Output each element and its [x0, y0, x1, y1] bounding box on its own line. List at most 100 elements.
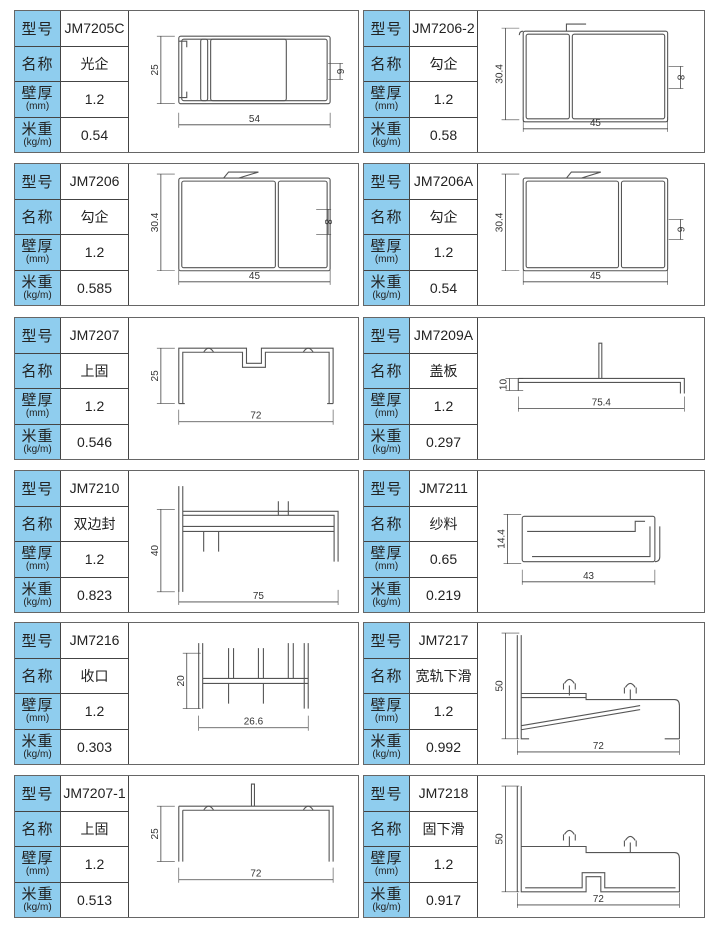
dimension-vertical: 25: [150, 35, 175, 104]
dimension-horizontal: 45: [522, 116, 668, 132]
label-text: 米重: [21, 885, 54, 903]
svg-text:30.4: 30.4: [495, 64, 506, 84]
label-unit: (mm): [25, 101, 50, 113]
svg-text:72: 72: [250, 869, 261, 880]
label-model: 型号: [364, 471, 409, 507]
label-model: 型号: [15, 776, 60, 812]
svg-text:25: 25: [150, 370, 161, 382]
model-value: JM7216: [61, 623, 128, 659]
profile-card: 型号 名称 壁厚(mm) 米重(kg/m) JM7207-1 上固 1.2 0.…: [14, 775, 359, 918]
label-text: 名称: [21, 821, 54, 839]
thickness-value: 1.2: [410, 389, 477, 425]
dimension-horizontal: 45: [522, 269, 668, 285]
label-weight: 米重(kg/m): [15, 118, 60, 153]
svg-text:72: 72: [593, 741, 604, 752]
label-thickness: 壁厚(mm): [364, 542, 409, 578]
profile-drawing: 50 72: [478, 623, 704, 764]
label-column: 型号 名称 壁厚(mm) 米重(kg/m): [15, 776, 61, 917]
dimension-vertical: 20: [176, 652, 201, 709]
dimension-horizontal: 72: [517, 739, 680, 755]
label-thickness: 壁厚(mm): [364, 847, 409, 883]
thickness-value: 1.2: [61, 847, 128, 883]
label-name: 名称: [364, 507, 409, 542]
thickness-value: 1.2: [61, 235, 128, 271]
label-thickness: 壁厚(mm): [15, 389, 60, 425]
profile-card: 型号 名称 壁厚(mm) 米重(kg/m) JM7207 上固 1.2 0.54…: [14, 317, 359, 460]
model-value: JM7207-1: [61, 776, 128, 812]
label-name: 名称: [364, 47, 409, 82]
label-unit: (mm): [25, 254, 50, 266]
label-column: 型号 名称 壁厚(mm) 米重(kg/m): [364, 776, 410, 917]
label-thickness: 壁厚(mm): [364, 82, 409, 118]
thickness-value: 1.2: [61, 542, 128, 578]
label-unit: (mm): [374, 561, 399, 573]
label-text: 型号: [370, 785, 403, 803]
label-text: 型号: [370, 632, 403, 650]
label-text: 型号: [370, 173, 403, 191]
label-column: 型号 名称 壁厚(mm) 米重(kg/m): [15, 164, 61, 305]
profile-card: 型号 名称 壁厚(mm) 米重(kg/m) JM7205C 光企 1.2 0.5…: [14, 10, 359, 153]
value-column: JM7207 上固 1.2 0.546: [61, 318, 129, 459]
name-value: 双边封: [61, 507, 128, 542]
value-column: JM7210 双边封 1.2 0.823: [61, 471, 129, 612]
weight-value: 0.546: [76, 433, 113, 450]
label-name: 名称: [364, 200, 409, 235]
svg-text:75: 75: [253, 591, 264, 602]
label-unit: (kg/m): [23, 289, 52, 301]
dimension-horizontal: 75: [178, 589, 339, 605]
svg-text:14.4: 14.4: [497, 529, 508, 549]
value-column: JM7218 固下滑 1.2 0.917: [410, 776, 478, 917]
label-text: 米重: [370, 885, 403, 903]
name-value: 光企: [61, 47, 128, 82]
dimension-horizontal: 72: [178, 409, 334, 425]
label-text: 名称: [370, 821, 403, 839]
svg-text:6: 6: [675, 227, 686, 233]
label-model: 型号: [364, 776, 409, 812]
svg-text:72: 72: [593, 894, 604, 905]
model-value: JM7218: [410, 776, 477, 812]
label-name: 名称: [15, 47, 60, 82]
value-column: JM7207-1 上固 1.2 0.513: [61, 776, 129, 917]
label-unit: (kg/m): [23, 748, 52, 760]
label-weight: 米重(kg/m): [364, 730, 409, 765]
thickness-value: 1.2: [410, 82, 477, 118]
dimension-vertical: 40: [150, 508, 175, 593]
label-weight: 米重(kg/m): [15, 271, 60, 306]
dimension-vertical: 50: [495, 632, 520, 740]
label-text: 米重: [21, 427, 54, 445]
svg-text:43: 43: [583, 571, 594, 582]
label-column: 型号 名称 壁厚(mm) 米重(kg/m): [15, 623, 61, 764]
weight-value: 0.58: [429, 126, 458, 143]
label-unit: (mm): [374, 713, 399, 725]
value-column: JM7206A 勾企 1.2 0.54: [410, 164, 478, 305]
svg-text:25: 25: [150, 828, 161, 840]
label-unit: (kg/m): [372, 136, 401, 148]
value-column: JM7209A 盖板 1.2 0.297: [410, 318, 478, 459]
profile-card: 型号 名称 壁厚(mm) 米重(kg/m) JM7218 固下滑 1.2 0.9…: [363, 775, 705, 918]
label-model: 型号: [15, 11, 60, 47]
label-text: 名称: [21, 56, 54, 74]
label-column: 型号 名称 壁厚(mm) 米重(kg/m): [364, 318, 410, 459]
profile-card: 型号 名称 壁厚(mm) 米重(kg/m) JM7206 勾企 1.2 0.58…: [14, 163, 359, 306]
label-weight: 米重(kg/m): [364, 271, 409, 306]
profile-cross-section: 25 72: [150, 783, 334, 883]
dimension-horizontal: 54: [178, 112, 331, 128]
name-value: 盖板: [410, 354, 477, 389]
label-text: 型号: [21, 480, 54, 498]
profile-card: 型号 名称 壁厚(mm) 米重(kg/m) JM7211 纱料 0.65 0.2…: [363, 470, 705, 613]
label-name: 名称: [15, 812, 60, 847]
label-unit: (mm): [374, 408, 399, 420]
name-value: 纱料: [410, 507, 477, 542]
name-value: 收口: [61, 659, 128, 694]
profile-drawing: 40 75: [129, 471, 358, 612]
label-text: 壁厚: [370, 697, 403, 715]
label-unit: (mm): [25, 561, 50, 573]
profile-card: 型号 名称 壁厚(mm) 米重(kg/m) JM7206-2 勾企 1.2 0.…: [363, 10, 705, 153]
label-text: 型号: [21, 327, 54, 345]
label-unit: (kg/m): [372, 596, 401, 608]
label-text: 名称: [21, 668, 54, 686]
label-text: 米重: [370, 427, 403, 445]
